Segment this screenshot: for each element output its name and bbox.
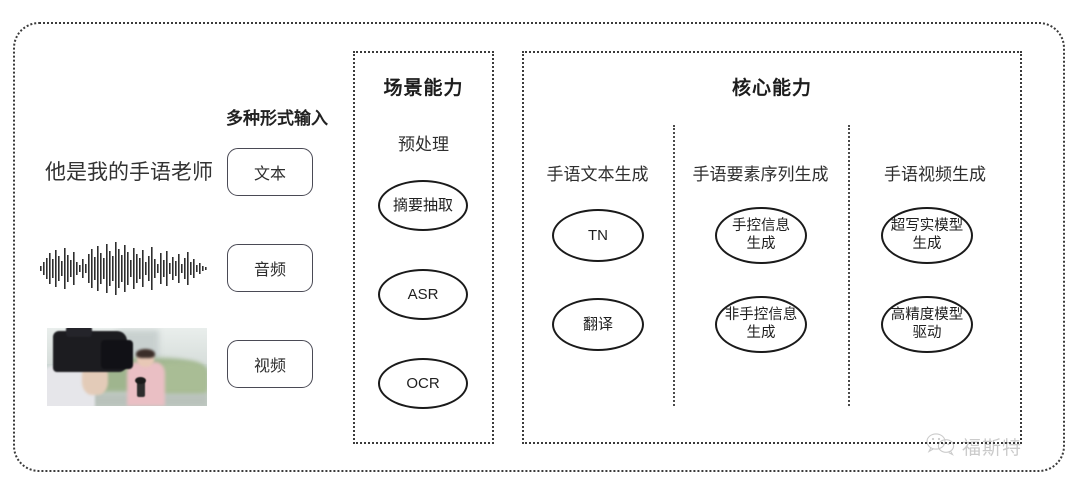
- input-chip-audio[interactable]: 音频: [227, 244, 313, 292]
- node-high-precision-model-driving[interactable]: 高精度模型 驱动: [881, 296, 973, 353]
- node-label-line1: TN: [588, 226, 608, 244]
- core-column-label-text-generation: 手语文本生成: [546, 165, 649, 184]
- watermark-text: 福斯特: [962, 438, 1023, 459]
- scene-panel-title: 场景能力: [383, 78, 464, 99]
- node-label-line2: 生成: [746, 235, 776, 252]
- node-ocr[interactable]: OCR: [378, 358, 468, 409]
- node-non-manual-feature-generation[interactable]: 非手控信息 生成: [715, 296, 807, 353]
- watermark: 福斯特: [926, 432, 1022, 461]
- node-label-line1: 超写实模型: [890, 218, 964, 235]
- node-label-line2: 生成: [746, 324, 776, 341]
- scene-capability-panel: 场景能力: [353, 51, 494, 444]
- node-label-line1: 翻译: [582, 315, 613, 333]
- node-label-line1: 手控信息: [732, 218, 790, 235]
- node-summary-extraction[interactable]: 摘要抽取: [378, 180, 468, 231]
- input-group-label: 多种形式输入: [226, 109, 328, 128]
- input-chip-video[interactable]: 视频: [227, 340, 313, 388]
- core-column-divider-1: [673, 125, 675, 406]
- input-chip-text[interactable]: 文本: [227, 148, 313, 196]
- node-tn[interactable]: TN: [552, 209, 644, 262]
- core-column-divider-2: [848, 125, 850, 406]
- core-panel-title: 核心能力: [731, 78, 812, 99]
- core-column-label-video-generation: 手语视频生成: [884, 165, 986, 184]
- node-label-line1: 高精度模型: [890, 307, 964, 324]
- node-label-line1: 非手控信息: [724, 307, 798, 324]
- node-asr[interactable]: ASR: [378, 269, 468, 320]
- core-capability-panel: 核心能力: [522, 51, 1022, 444]
- node-manual-feature-generation[interactable]: 手控信息 生成: [715, 207, 807, 264]
- scene-stage-label: 预处理: [398, 135, 449, 154]
- wechat-icon: [926, 432, 956, 461]
- diagram-outer-frame: [13, 22, 1065, 472]
- sample-text-input-example: 他是我的手语老师: [45, 161, 213, 184]
- node-label-line2: 驱动: [912, 324, 942, 341]
- node-label-line2: 生成: [912, 235, 942, 252]
- node-translation[interactable]: 翻译: [552, 298, 644, 351]
- audio-waveform-icon: [38, 240, 208, 296]
- node-photorealistic-model-generation[interactable]: 超写实模型 生成: [881, 207, 973, 264]
- video-thumbnail-icon: [47, 328, 207, 406]
- core-column-label-element-sequence: 手语要素序列生成: [692, 165, 829, 184]
